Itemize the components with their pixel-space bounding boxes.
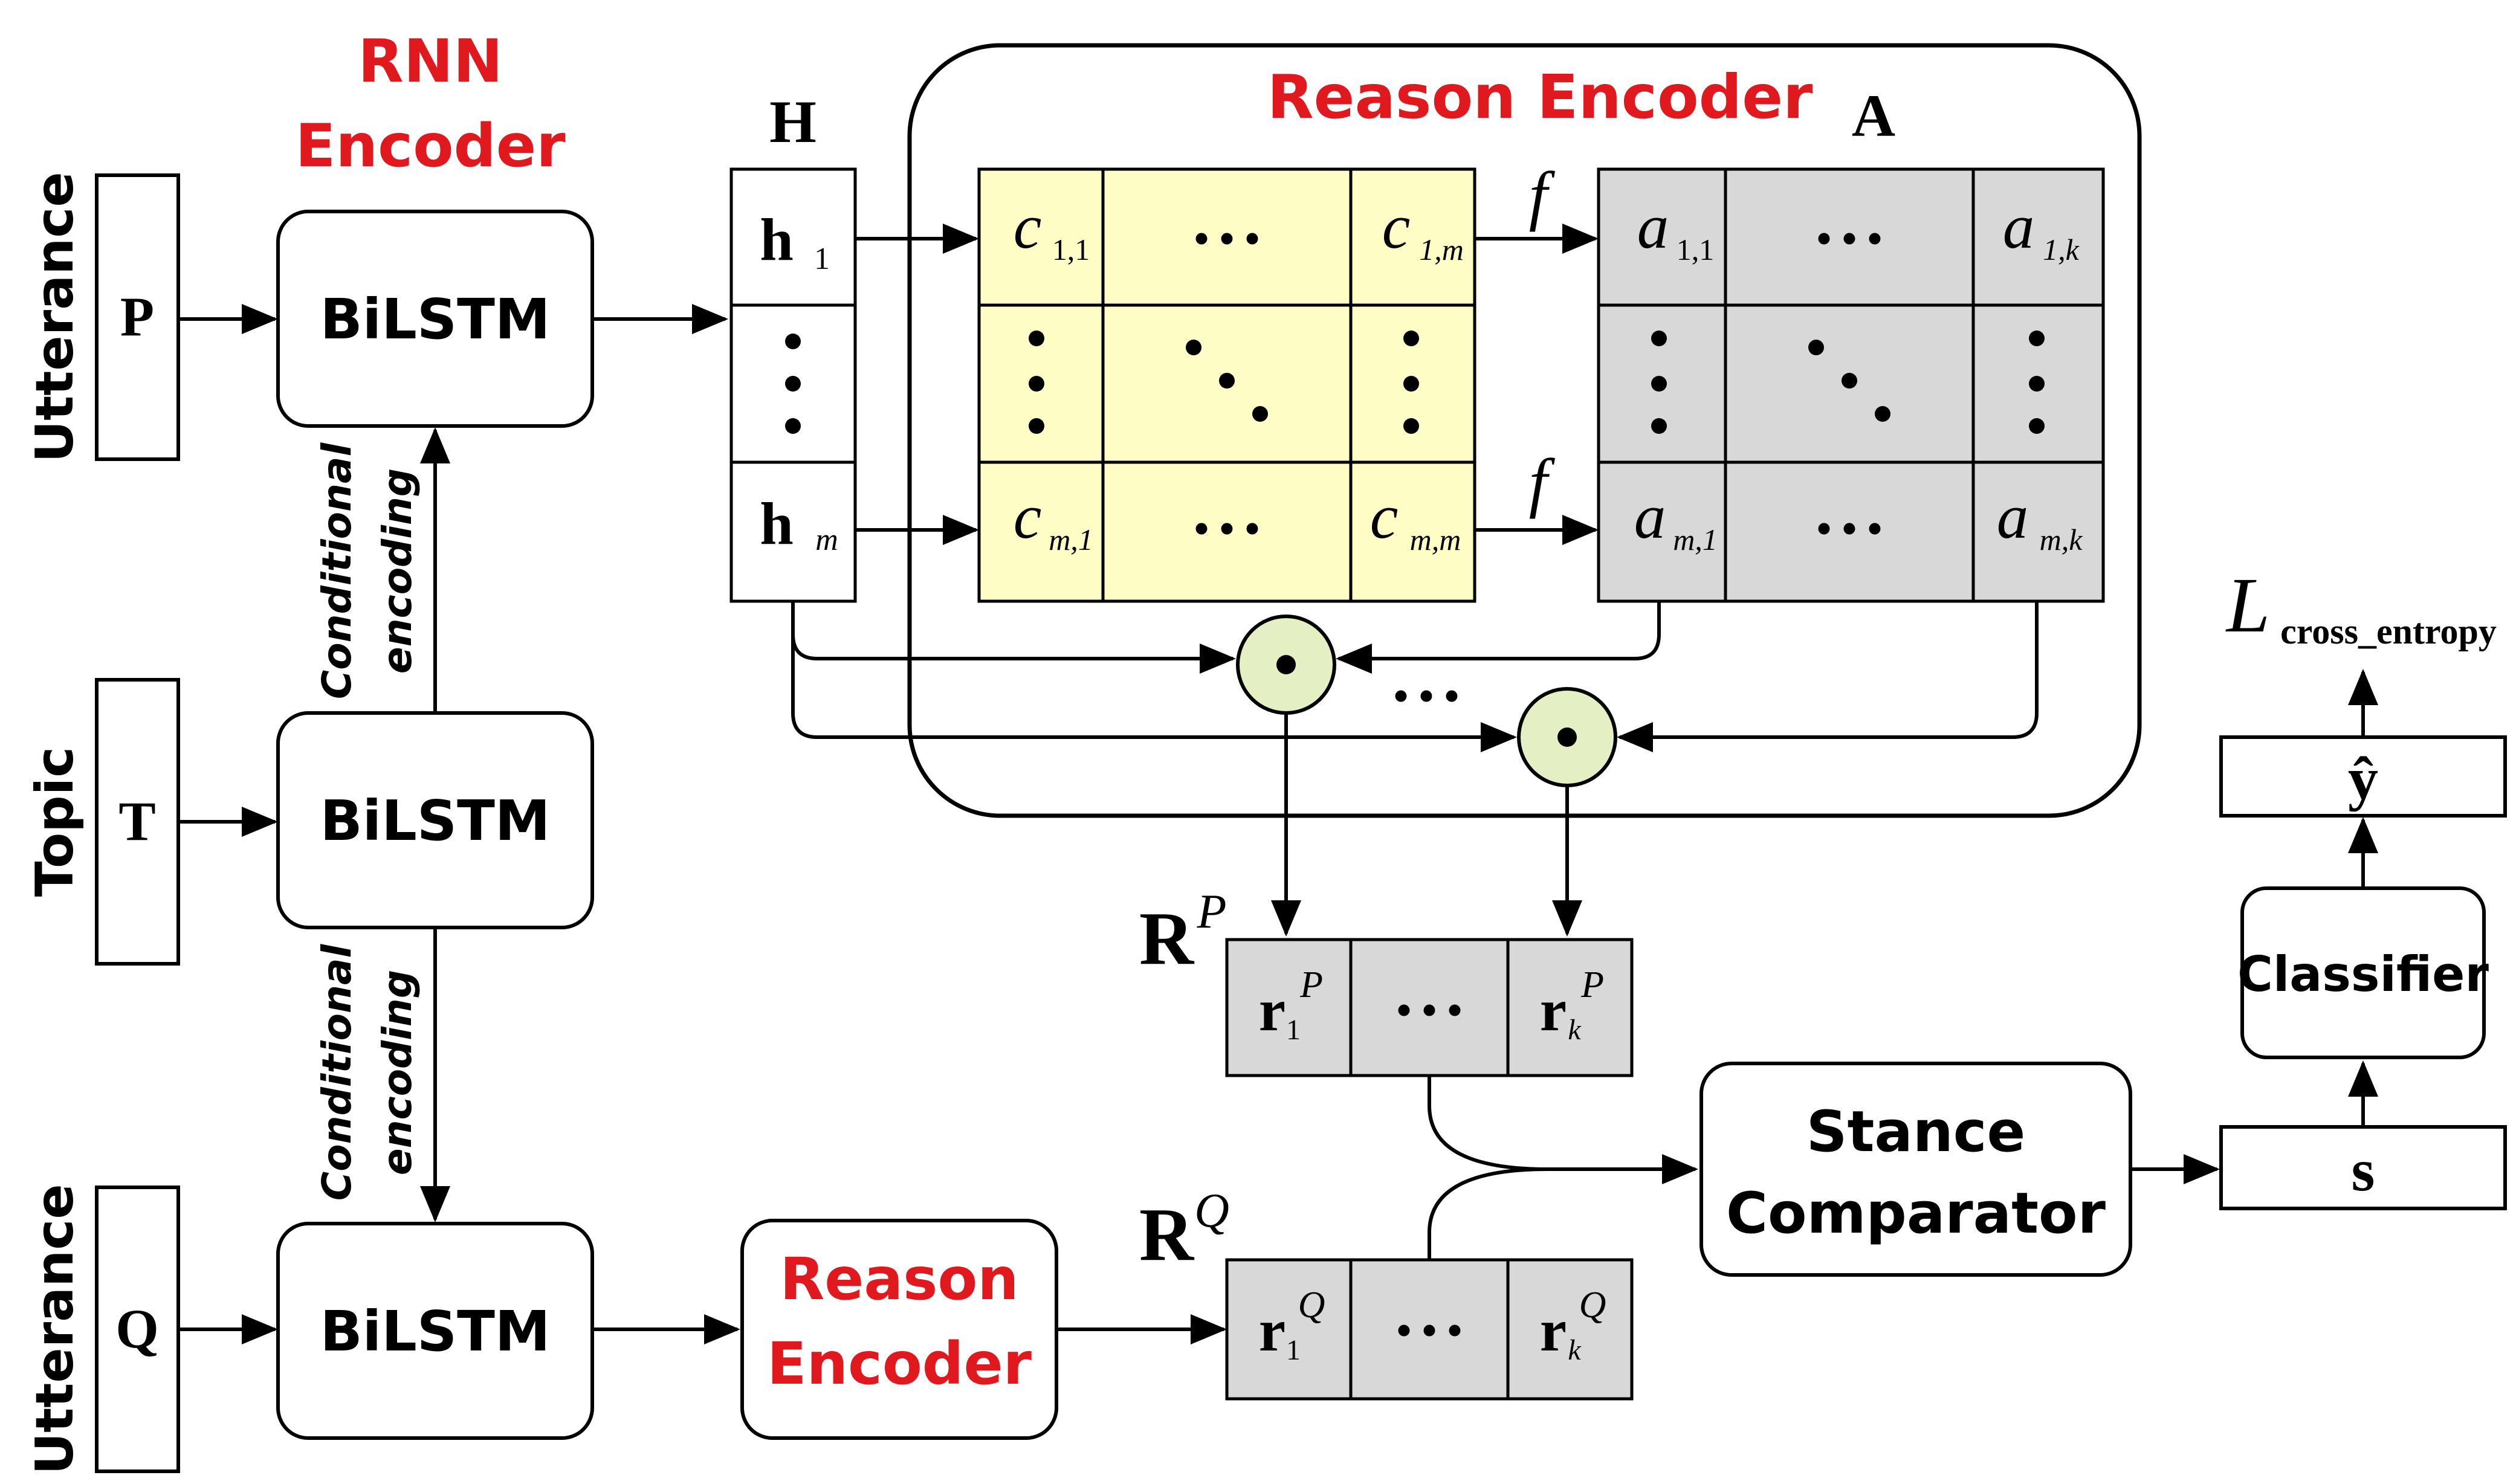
reason-encoder-container <box>907 43 2142 818</box>
connector-h-to-node1 <box>791 601 1236 674</box>
am1-sub: m,1 <box>1673 523 1718 556</box>
rqk-sub: k <box>1568 1334 1582 1366</box>
rq1-sup: Q <box>1298 1285 1325 1326</box>
c11-sub: 1,1 <box>1052 233 1090 266</box>
cm1-symbol: c <box>1014 481 1042 552</box>
rqk-symbol: r <box>1540 1297 1567 1364</box>
cond-enc-lower-line1: Conditional <box>314 943 360 1201</box>
hm-symbol: h <box>760 490 794 557</box>
yhat-symbol: ŷ <box>2348 745 2378 812</box>
hm-sub: m <box>815 523 838 557</box>
loss-symbol: L <box>2225 562 2270 649</box>
c-right-vertical-dots <box>1403 331 1419 434</box>
connector-rq-to-comparator <box>1428 1167 1548 1260</box>
rp-sup: P <box>1197 885 1227 938</box>
a-rowm-dots: • • • <box>1817 506 1883 552</box>
c11-symbol: c <box>1014 191 1042 262</box>
a-matrix-label: A <box>1852 82 1895 149</box>
h1-symbol: h <box>760 206 794 273</box>
between-nodes-dots: • • • <box>1394 673 1460 720</box>
h-cell-m <box>729 460 857 603</box>
s-symbol: s <box>2352 1137 2375 1204</box>
rq1-sub: 1 <box>1286 1334 1301 1366</box>
rnn-encoder-label-line2: Encoder <box>295 112 566 181</box>
c-rowm-dots: • • • <box>1194 506 1260 552</box>
stance-comparator-line2: Comparator <box>1726 1181 2106 1247</box>
c-row1-dots: • • • <box>1194 216 1260 262</box>
cond-enc-upper-line2: encoding <box>374 468 421 674</box>
a11-sub: 1,1 <box>1677 233 1715 266</box>
yhat-vector-box <box>2219 735 2507 818</box>
cond-enc-lower-line2: encoding <box>374 970 421 1175</box>
rq1-symbol: r <box>1259 1297 1285 1364</box>
a-right-vertical-dots <box>2029 331 2045 434</box>
c-diagonal-dots <box>1186 340 1268 422</box>
rp1-sub: 1 <box>1286 1014 1301 1046</box>
a1k-sub: 1,k <box>2043 233 2080 266</box>
bilstm-top-label: BiLSTM <box>320 287 551 352</box>
a1k-symbol: a <box>2003 191 2035 262</box>
input-p-box <box>95 173 180 461</box>
rnn-encoder-label-line1: RNN <box>358 27 503 96</box>
stance-comparator-line1: Stance <box>1806 1099 2025 1165</box>
rq-symbol: R <box>1139 1193 1195 1277</box>
rq-vector <box>1225 1258 1634 1401</box>
cond-enc-upper-line1: Conditional <box>314 442 360 699</box>
h-vertical-dots <box>785 334 801 434</box>
weighted-sum-node-k <box>1517 687 1617 787</box>
utterance-q-label: Utterance <box>25 1184 85 1474</box>
reason-encoder-title: Reason Encoder <box>1267 62 1813 132</box>
a-row1-dots: • • • <box>1817 216 1883 262</box>
rpk-sub: k <box>1568 1014 1582 1046</box>
h1-sub: 1 <box>814 242 830 276</box>
connector-a-to-node2 <box>1617 601 2039 752</box>
a-left-vertical-dots <box>1651 331 1667 434</box>
loss-sub: cross_entropy <box>2280 611 2497 651</box>
f-label-rowm: f <box>1529 445 1556 519</box>
rp-symbol: R <box>1139 897 1195 981</box>
reason-encoder-small-line1: Reason <box>780 1245 1018 1313</box>
input-p-label: P <box>120 286 154 347</box>
s-vector-box <box>2219 1125 2507 1210</box>
weighted-sum-node-1 <box>1236 615 1336 715</box>
c-left-vertical-dots <box>1029 331 1044 434</box>
rq-sup: Q <box>1194 1184 1229 1237</box>
utterance-p-label: Utterance <box>25 172 85 462</box>
rp1-sup: P <box>1299 964 1323 1005</box>
c1m-sub: 1,m <box>1419 233 1464 266</box>
connector-h-to-node2 <box>791 634 1517 752</box>
am1-symbol: a <box>1634 481 1666 552</box>
topic-label: Topic <box>25 747 85 897</box>
rqk-sup: Q <box>1579 1285 1606 1326</box>
cmm-symbol: c <box>1370 481 1399 552</box>
rp1-symbol: r <box>1259 976 1285 1044</box>
connector-rp-to-comparator <box>1428 1076 1698 1184</box>
f-label-row1: f <box>1529 158 1556 232</box>
cm1-sub: m,1 <box>1049 523 1093 556</box>
connector-a-to-node1 <box>1336 601 1661 674</box>
amk-sub: m,k <box>2040 523 2083 556</box>
input-t-box <box>95 678 180 966</box>
input-t-label: T <box>118 790 155 852</box>
rp-dots: • • • <box>1397 987 1463 1034</box>
rq-dots: • • • <box>1397 1308 1463 1354</box>
bilstm-bot-label: BiLSTM <box>320 1299 551 1364</box>
c1m-symbol: c <box>1382 191 1411 262</box>
bilstm-mid-label: BiLSTM <box>320 789 551 853</box>
h-matrix-label: H <box>769 88 817 155</box>
rpk-symbol: r <box>1540 976 1567 1044</box>
input-q-label: Q <box>115 1298 159 1360</box>
reason-encoder-small-line2: Encoder <box>767 1330 1032 1398</box>
cmm-sub: m,m <box>1410 523 1461 556</box>
rp-vector <box>1225 938 1634 1077</box>
classifier-label: Classifier <box>2237 946 2489 1002</box>
a-diagonal-dots <box>1808 340 1890 422</box>
a11-symbol: a <box>1637 191 1669 262</box>
amk-symbol: a <box>1997 481 2029 552</box>
rpk-sup: P <box>1580 964 1604 1005</box>
